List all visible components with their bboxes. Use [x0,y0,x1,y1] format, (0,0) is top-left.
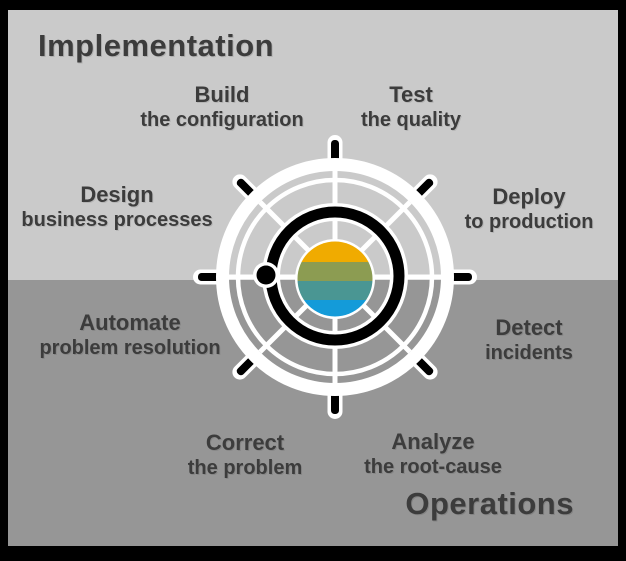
operations-background [8,280,618,546]
slide-background: Implementation Operations Build the conf… [8,10,618,546]
step-label-detect: Detect incidents [485,315,573,365]
step-title: Deploy [492,184,566,209]
step-subtitle: the configuration [140,109,304,131]
step-title: Correct [205,430,285,455]
hub-stripe-amber [297,241,373,262]
step-subtitle: the problem [187,457,303,479]
step-label-build: Build the configuration [140,82,303,132]
step-subtitle: the root-cause [364,456,502,478]
ship-wheel-diagram [8,10,618,546]
step-subtitle: to production [464,211,594,233]
step-title: Automate [79,310,181,335]
step-title: Test [389,82,433,107]
step-label-test: Test the quality [361,82,461,132]
step-label-deploy: Deploy to production [465,184,594,234]
step-label-correct: Correct the problem [188,430,302,480]
step-subtitle: the quality [360,109,462,131]
implementation-background [8,10,618,280]
step-label-automate: Automate problem resolution [39,310,220,360]
step-subtitle: business processes [21,209,213,231]
wheel-rim [216,158,454,396]
step-title: Design [80,182,154,207]
operations-title: Operations [405,486,574,521]
hub-stripe-olive [297,262,373,281]
step-subtitle: problem resolution [39,337,221,359]
step-subtitle: incidents [485,342,573,364]
step-title: Analyze [391,429,475,454]
step-title: Build [194,82,250,107]
hub-stripe-teal [297,281,373,300]
step-label-analyze: Analyze the root-cause [364,429,502,479]
step-label-design: Design business processes [21,182,212,232]
step-title: Detect [495,315,563,340]
ring-marker-dot-icon [256,265,276,285]
implementation-title: Implementation [38,28,275,63]
